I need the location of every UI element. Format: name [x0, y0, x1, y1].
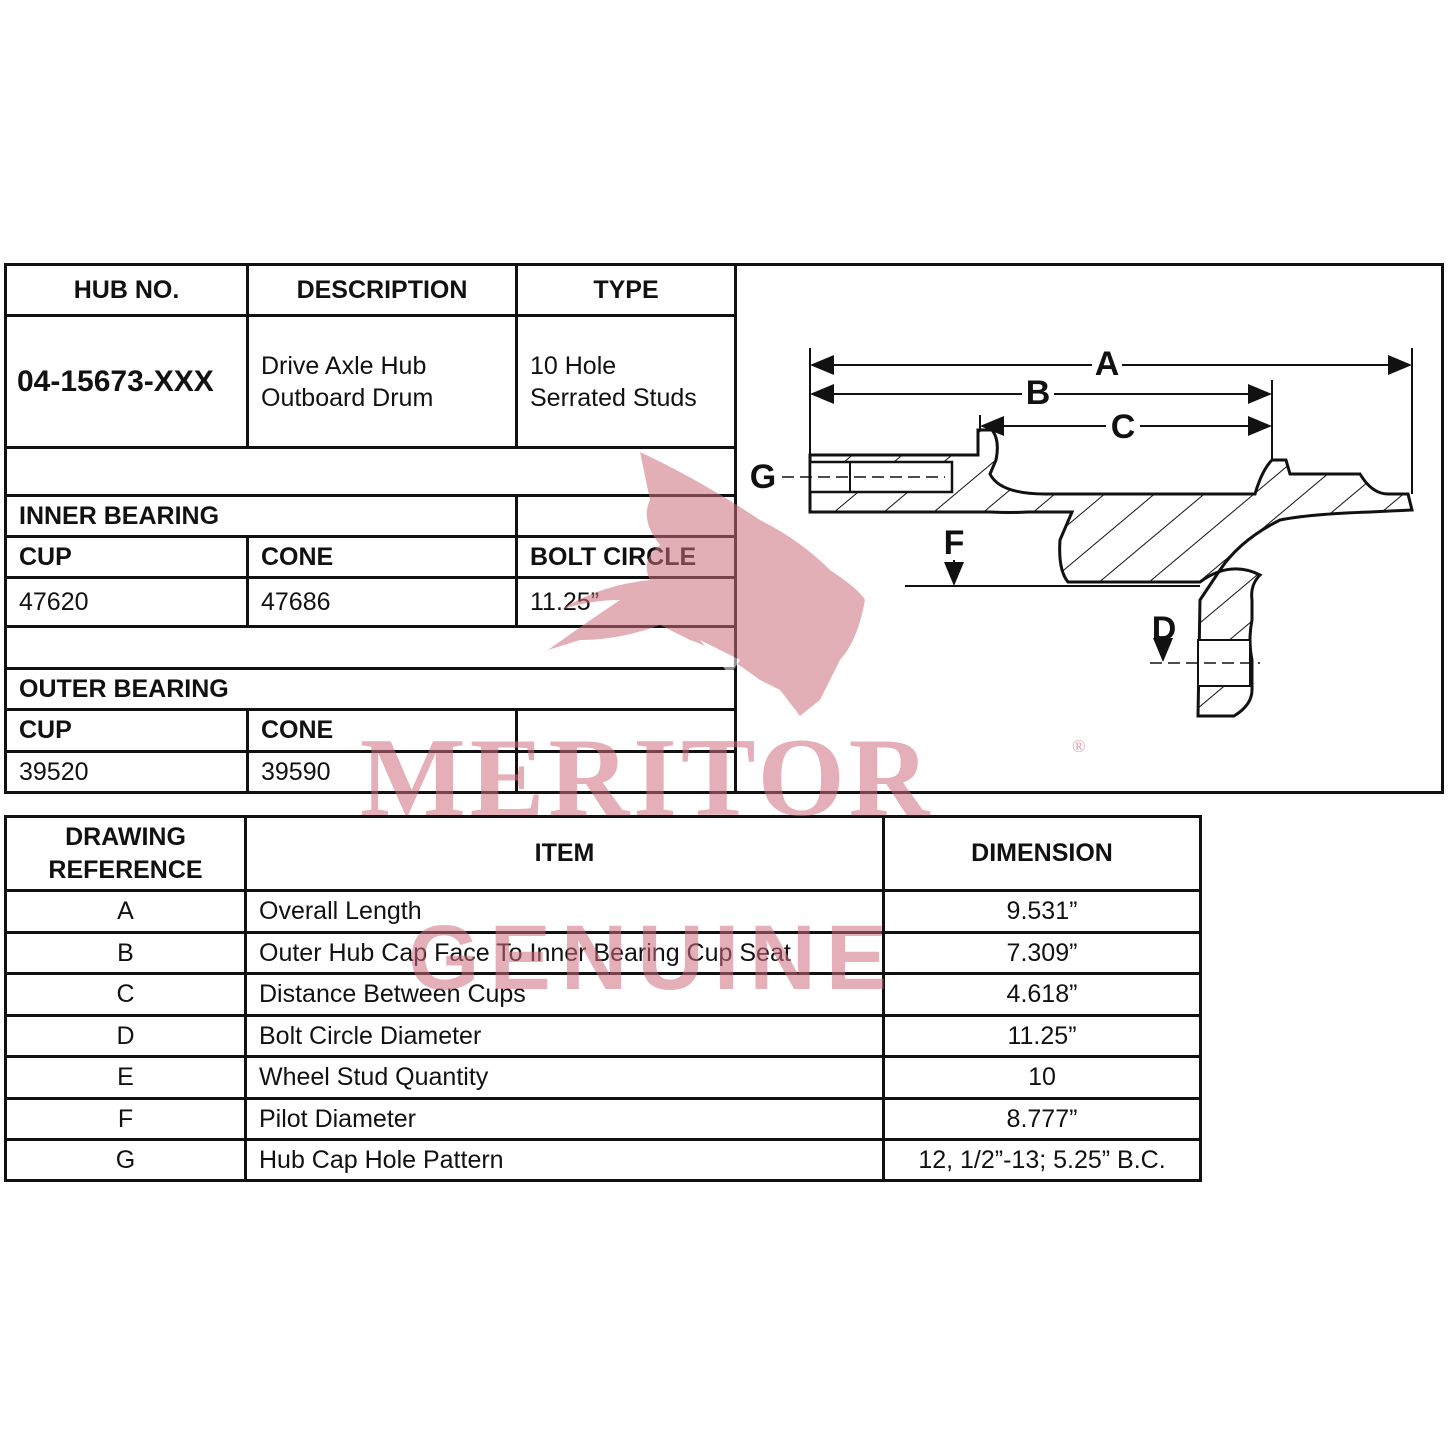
- watermark-tagline: GENUINE: [408, 907, 898, 1009]
- row-dimension: 9.531”: [1006, 897, 1078, 925]
- header-drawing-reference: DRAWING REFERENCE: [7, 818, 244, 889]
- row-reference: G: [115, 1146, 136, 1174]
- description-line-2: Outboard Drum: [261, 383, 434, 412]
- label-f: F: [944, 524, 965, 562]
- inner-cone-label: CONE: [261, 542, 334, 571]
- row-reference: F: [117, 1105, 134, 1133]
- row-item: Pilot Diameter: [259, 1105, 416, 1133]
- outer-cup-value: 39520: [19, 757, 89, 786]
- row-dimension: 11.25”: [1007, 1022, 1077, 1050]
- row-item: Bolt Circle Diameter: [259, 1022, 482, 1050]
- label-a: A: [1095, 345, 1120, 383]
- description-line-1: Drive Axle Hub: [261, 351, 427, 380]
- header-reference-line-2: REFERENCE: [48, 855, 203, 884]
- hub-profile: [808, 428, 1414, 718]
- inner-bearing-title: INNER BEARING: [19, 501, 220, 530]
- header-hub-no: HUB NO.: [73, 275, 180, 304]
- row-dimension: 8.777”: [1006, 1105, 1078, 1133]
- header-reference-line-1: DRAWING: [65, 822, 186, 851]
- label-d: D: [1152, 610, 1177, 648]
- label-g: G: [750, 458, 776, 496]
- row-item: Overall Length: [259, 897, 422, 925]
- row-dimension: 12, 1/2”-13; 5.25” B.C.: [918, 1146, 1166, 1174]
- type-line-1: 10 Hole: [530, 351, 617, 380]
- watermark-brand: MERITOR: [360, 716, 934, 840]
- watermark-registered: ®: [1072, 736, 1086, 756]
- row-reference: D: [116, 1022, 135, 1050]
- label-c: C: [1111, 408, 1136, 446]
- header-description: DESCRIPTION: [296, 275, 468, 304]
- hub-number: 04-15673-XXX: [17, 364, 214, 398]
- outer-cup-label: CUP: [19, 716, 72, 744]
- header-dimension: DIMENSION: [971, 839, 1113, 867]
- type-line-2: Serrated Studs: [530, 383, 697, 412]
- row-dimension: 10: [1028, 1063, 1056, 1091]
- header-type: TYPE: [593, 275, 659, 304]
- header-item: ITEM: [534, 839, 595, 867]
- row-dimension: 4.618”: [1006, 980, 1078, 1008]
- row-item: Distance Between Cups: [259, 980, 526, 1008]
- label-b: B: [1026, 374, 1051, 412]
- row-reference: C: [116, 980, 135, 1008]
- row-item: Wheel Stud Quantity: [259, 1063, 489, 1091]
- inner-cone-value: 47686: [261, 587, 331, 616]
- inner-cup-label: CUP: [19, 542, 72, 571]
- outer-cone-label: CONE: [261, 716, 334, 744]
- outer-cone-value: 39590: [261, 757, 331, 786]
- row-reference: E: [117, 1063, 134, 1091]
- row-dimension: 7.309”: [1006, 939, 1078, 967]
- row-item: Outer Hub Cap Face To Inner Bearing Cup …: [259, 939, 791, 967]
- inner-cup-value: 47620: [19, 587, 89, 616]
- row-reference: A: [117, 897, 134, 925]
- hub-description: Drive Axle Hub Outboard Drum: [249, 317, 515, 446]
- hub-type: 10 Hole Serrated Studs: [518, 317, 734, 446]
- bull-logo-watermark: [548, 452, 865, 716]
- row-item: Hub Cap Hole Pattern: [259, 1146, 504, 1174]
- hub-cross-section-drawing: A B C G F D: [747, 345, 1414, 718]
- outer-bearing-title: OUTER BEARING: [19, 674, 229, 703]
- row-reference: B: [117, 939, 134, 967]
